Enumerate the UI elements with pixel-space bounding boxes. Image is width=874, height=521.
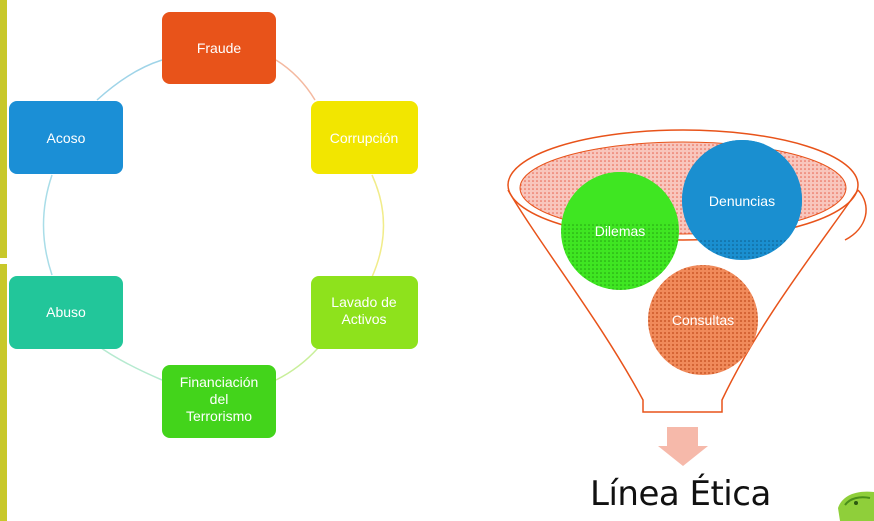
circle-dilemas: Dilemas — [561, 172, 679, 290]
funnel-rim-edge — [844, 189, 867, 241]
node-acoso-box — [9, 101, 123, 174]
circle-consultas: Consultas — [648, 265, 758, 375]
circle-dilemas-label: Dilemas — [595, 223, 646, 239]
node-acoso: Acoso — [9, 101, 123, 174]
circle-denuncias: Denuncias — [682, 140, 802, 260]
node-lavado-box — [311, 276, 418, 349]
down-arrow-icon — [658, 427, 708, 466]
node-acoso-label: Acoso — [47, 130, 86, 146]
funnel-body — [507, 189, 859, 413]
node-financiacion: Financiación del Terrorismo — [162, 365, 276, 438]
funnel: Consultas Dilemas Denuncias — [507, 129, 867, 413]
connector-lavado-financiacion — [275, 347, 319, 381]
node-corrupcion-label: Corrupción — [330, 130, 398, 146]
node-lavado: Lavado de Activos — [311, 276, 418, 349]
node-fraude-label: Fraude — [197, 40, 242, 56]
node-lavado-label-line-1: Lavado de — [331, 294, 397, 310]
node-abuso-label: Abuso — [46, 304, 86, 320]
circle-denuncias-shape — [682, 140, 802, 238]
footer-title: Línea Ética — [590, 474, 771, 514]
connector-financiacion-abuso — [96, 344, 163, 381]
circle-consultas-shape — [648, 265, 758, 375]
node-financiacion-label-line-1: Financiación — [180, 374, 259, 390]
circle-consultas-label: Consultas — [672, 312, 734, 328]
connector-acoso-fraude — [96, 59, 163, 101]
circle-denuncias-label: Denuncias — [709, 193, 775, 209]
node-financiacion-label-line-3: Terrorismo — [186, 408, 252, 424]
connector-abuso-acoso — [42, 174, 53, 276]
node-corrupcion: Corrupción — [311, 101, 418, 174]
node-financiacion-box — [162, 365, 276, 438]
circle-dilemas-shape — [561, 172, 679, 223]
node-lavado-label-line-2: Activos — [341, 311, 386, 327]
node-corrupcion-box — [311, 101, 418, 174]
funnel-rim-outer — [507, 129, 859, 241]
connector-corrupcion-lavado — [371, 174, 385, 278]
corner-mascot-icon — [838, 491, 874, 521]
node-abuso: Abuso — [9, 276, 123, 349]
node-abuso-box — [9, 276, 123, 349]
connector-fraude-corrupcion — [275, 59, 316, 101]
left-accent-bar-gap — [0, 258, 7, 264]
node-financiacion-label-line-2: del — [210, 391, 229, 407]
node-fraude-box — [162, 12, 276, 84]
node-fraude: Fraude — [162, 12, 276, 84]
